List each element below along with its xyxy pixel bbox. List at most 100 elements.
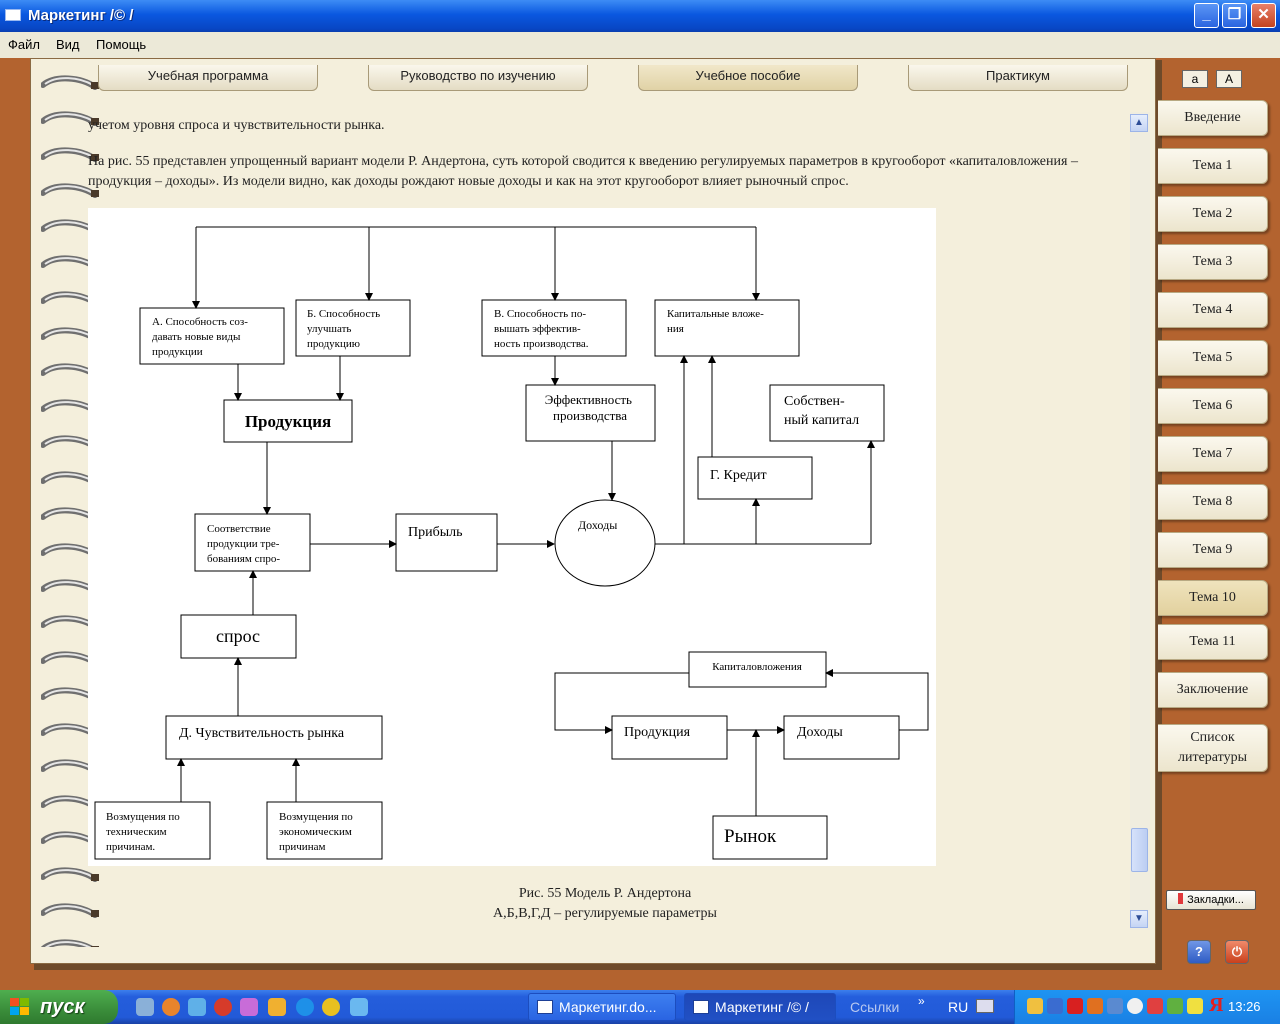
nav-item-1[interactable]: Введение <box>1158 100 1268 136</box>
taskbar-item-word[interactable]: Маркетинг.do... <box>528 993 676 1021</box>
scroll-thumb[interactable] <box>1131 828 1148 872</box>
tab-study-guide[interactable]: Руководство по изучению <box>368 65 588 91</box>
box-text: ный капитал <box>784 413 859 428</box>
menu-file[interactable]: Файл <box>8 37 40 52</box>
chrome-icon[interactable] <box>322 998 340 1016</box>
clock: 13:26 <box>1228 999 1261 1014</box>
desktop-icon[interactable] <box>350 998 368 1016</box>
nav-item-8[interactable]: Тема 7 <box>1158 436 1268 472</box>
close-button[interactable]: ✕ <box>1251 3 1276 28</box>
svg-text:В. Способность по- вышат: В. Способность по- вышать эффектив- ност… <box>494 308 589 350</box>
connector <box>825 669 929 731</box>
exit-icon[interactable]: ⏻ <box>1225 940 1249 964</box>
taskbar-item-marketing[interactable]: Маркетинг /© / <box>684 993 836 1021</box>
tab-curriculum[interactable]: Учебная программа <box>98 65 318 91</box>
tray-gear-icon[interactable] <box>1127 998 1143 1014</box>
language-indicator[interactable]: RU <box>948 999 969 1015</box>
maximize-button[interactable]: ❐ <box>1222 3 1247 28</box>
font-smaller-button[interactable]: a <box>1182 70 1208 88</box>
svg-text:Соответствие продукции т: Соответствие продукции тре- бованиям спр… <box>207 523 282 565</box>
app-area: Учебная программа Руководство по изучени… <box>0 58 1280 990</box>
box-capital-investments <box>654 299 800 357</box>
tray-antivirus-icon[interactable] <box>1067 998 1083 1014</box>
box-text: Капитальные вложе- <box>667 308 764 320</box>
keyboard-icon[interactable] <box>976 999 994 1013</box>
nav-item-4[interactable]: Тема 3 <box>1158 244 1268 280</box>
network-icon[interactable] <box>136 998 154 1016</box>
spiral-ring-highlight <box>44 77 94 86</box>
svg-text:Капитальные вложе- ния: Капитальные вложе- ния <box>667 308 767 335</box>
bookmarks-button[interactable]: Закладки... <box>1166 890 1256 910</box>
nav-item-7[interactable]: Тема 6 <box>1158 388 1268 424</box>
tray-settings-icon[interactable] <box>1107 998 1123 1014</box>
box-production-efficiency <box>525 384 656 442</box>
box-market-sensitivity <box>165 715 383 760</box>
yandex-icon[interactable]: Я <box>1209 994 1224 1016</box>
app-icon <box>693 1000 709 1014</box>
nav-item-12[interactable]: Тема 11 <box>1158 624 1268 660</box>
tray-volume-icon[interactable] <box>1087 998 1103 1014</box>
nav-item-13[interactable]: Заключение <box>1158 672 1268 708</box>
nav-item-label: Заключение <box>1176 682 1249 697</box>
nav-item-label: Тема 6 <box>1192 398 1233 413</box>
internet-explorer-icon[interactable] <box>296 998 314 1016</box>
box-text: бованиям спро- <box>207 553 280 565</box>
box-text: производства <box>553 408 627 423</box>
nav-item-6[interactable]: Тема 5 <box>1158 340 1268 376</box>
box-text: улучшать <box>307 323 351 335</box>
box-text: Прибыль <box>408 525 463 540</box>
tray-network-icon[interactable] <box>1047 998 1063 1014</box>
nav-item-5[interactable]: Тема 4 <box>1158 292 1268 328</box>
box-production <box>223 399 353 443</box>
start-button[interactable]: пуск <box>0 990 118 1024</box>
links-toolbar[interactable]: Ссылки <box>850 999 900 1015</box>
tool-icon[interactable] <box>268 998 286 1016</box>
nav-item-3[interactable]: Тема 2 <box>1158 196 1268 232</box>
tab-textbook[interactable]: Учебное пособие <box>638 65 858 91</box>
nav-item-2[interactable]: Тема 1 <box>1158 148 1268 184</box>
nav-item-label: Тема 7 <box>1192 446 1233 461</box>
box-text: Продукция <box>624 725 691 740</box>
tray-update-icon[interactable] <box>1167 998 1183 1014</box>
nav-item-10[interactable]: Тема 9 <box>1158 532 1268 568</box>
media-icon[interactable] <box>240 998 258 1016</box>
minimize-button[interactable]: _ <box>1194 3 1219 28</box>
menu-help[interactable]: Помощь <box>96 37 147 52</box>
spiral-ring-highlight <box>44 941 92 947</box>
chevron-right-icon[interactable]: » <box>918 994 925 1008</box>
scroll-down-button[interactable]: ▼ <box>1130 910 1148 928</box>
box-text: Доходы <box>797 725 843 740</box>
font-larger-button[interactable]: A <box>1216 70 1242 88</box>
window-title: Маркетинг /© / <box>28 7 134 24</box>
box-text: спрос <box>216 626 260 646</box>
nav-item-9[interactable]: Тема 8 <box>1158 484 1268 520</box>
tray-shield-icon[interactable] <box>1147 998 1163 1014</box>
nav-item-14[interactable]: Список литературы <box>1158 724 1268 772</box>
question-icon[interactable]: ? <box>1187 940 1211 964</box>
spiral-hole <box>91 946 99 947</box>
firefox-icon[interactable] <box>162 998 180 1016</box>
box-text: ния <box>667 323 684 335</box>
scroll-up-button[interactable]: ▲ <box>1130 114 1148 132</box>
box-text: вышать эффектив- <box>494 323 581 335</box>
svg-text:А. Способность соз- дава: А. Способность соз- давать новые виды пр… <box>152 316 251 358</box>
nav-item-label: Тема 3 <box>1192 254 1233 269</box>
menu-view[interactable]: Вид <box>56 37 80 52</box>
spiral-hole <box>91 874 99 881</box>
tray-message-icon[interactable] <box>1187 998 1203 1014</box>
spiral-hole <box>91 82 99 89</box>
svg-text:Возмущения по экономичес: Возмущения по экономическим причинам <box>279 811 356 853</box>
tray-folder-icon[interactable] <box>1027 998 1043 1014</box>
bookmark-icon <box>1178 893 1184 904</box>
nav-item-11[interactable]: Тема 10 <box>1158 580 1268 616</box>
messenger-icon[interactable] <box>188 998 206 1016</box>
box-ability-new-products <box>139 307 285 365</box>
tab-practicum[interactable]: Практикум <box>908 65 1128 91</box>
opera-icon[interactable] <box>214 998 232 1016</box>
box-text: продукции <box>152 346 203 358</box>
svg-text:Б. Способность улучшать: Б. Способность улучшать продукцию <box>307 308 383 350</box>
content-scrollbar[interactable]: ▲ ▼ <box>1130 112 1150 930</box>
box-technical-disturbances <box>94 801 211 860</box>
nav-item-label: Тема 9 <box>1192 542 1233 557</box>
nav-item-label: Тема 4 <box>1192 302 1233 317</box>
